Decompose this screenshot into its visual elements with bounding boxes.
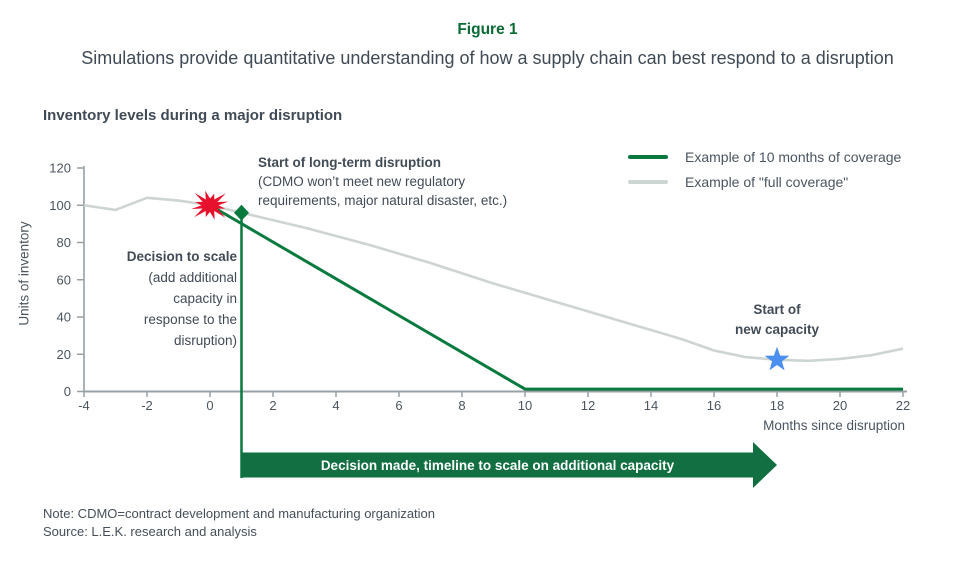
x-tick-label: -2: [141, 398, 153, 413]
annotation-start-of-new-capacity: Start of new capacity: [697, 300, 857, 340]
y-tick-label: 100: [49, 198, 71, 213]
full-coverage-line: [83, 196, 904, 363]
figure-subtitle: Simulations provide quantitative underst…: [81, 48, 894, 68]
legend-label: Example of 10 months of coverage: [685, 148, 902, 165]
y-tick-label: 40: [57, 310, 71, 325]
y-tick-label: 20: [57, 347, 71, 362]
legend: Example of 10 months of coverage Example…: [628, 144, 901, 194]
annotation-title: Decision to scale: [126, 249, 237, 264]
annotation-text-line: Start of: [753, 302, 801, 317]
y-tick-label: 80: [57, 235, 71, 250]
x-tick-label: 6: [395, 398, 402, 413]
x-tick-label: 4: [332, 398, 339, 413]
y-tick-label: 0: [64, 384, 71, 399]
x-tick-label: 14: [644, 398, 658, 413]
x-tick-label: 12: [581, 398, 595, 413]
figure-label: Figure 1: [457, 21, 518, 38]
new-capacity-star-icon: [764, 346, 790, 371]
y-axis-title: Units of inventory: [16, 221, 32, 326]
annotation-title: Start of long-term disruption: [258, 155, 441, 170]
source-line: Source: L.E.K. research and analysis: [43, 524, 257, 539]
annotation-text-line: requirements, major natural disaster, et…: [258, 193, 508, 208]
note-line: Note: CDMO=contract development and manu…: [43, 506, 436, 521]
disruption-burst-icon: [191, 190, 229, 220]
annotation-start-of-disruption: Start of long-term disruption (CDMO won’…: [258, 153, 508, 210]
chart-title: Inventory levels during a major disrupti…: [43, 107, 343, 124]
timeline-arrow-bar: [241, 452, 753, 478]
x-tick-label: 10: [518, 398, 532, 413]
x-tick-label: 2: [269, 398, 276, 413]
footnotes: Note: CDMO=contract development and manu…: [43, 505, 435, 541]
x-tick-label: -4: [78, 398, 90, 413]
x-tick-label: 8: [458, 398, 465, 413]
x-axis-title: Months since disruption: [763, 418, 905, 433]
legend-item-full-coverage: Example of "full coverage": [628, 169, 901, 194]
annotation-text-line: (CDMO won’t meet new regulatory: [258, 174, 466, 189]
x-tick-label: 16: [707, 398, 721, 413]
timeline-arrow-label: Decision made, timeline to scale on addi…: [320, 458, 675, 473]
x-tick-label: 18: [770, 398, 784, 413]
ten-months-coverage-line: [209, 203, 903, 391]
legend-label: Example of "full coverage": [685, 173, 849, 190]
y-tick-label: 60: [57, 272, 71, 287]
legend-swatch-green-line: [628, 154, 668, 159]
annotation-text-line: disruption): [173, 333, 237, 348]
timeline-arrowhead: [753, 442, 777, 488]
x-tick-label: 20: [833, 398, 847, 413]
disruption-start-diamond-icon: [234, 204, 249, 221]
x-tick-label: 22: [896, 398, 910, 413]
legend-swatch-gray-line: [628, 179, 668, 184]
annotation-text-line: new capacity: [734, 322, 820, 337]
annotation-decision-to-scale: Decision to scale (add additional capaci…: [80, 246, 237, 351]
x-tick-label: 0: [206, 398, 213, 413]
annotation-text-line: (add additional: [148, 270, 237, 285]
legend-item-10-months: Example of 10 months of coverage: [628, 144, 901, 169]
annotation-text-line: response to the: [143, 312, 237, 327]
y-tick-label: 120: [49, 161, 71, 176]
annotation-text-line: capacity in: [173, 291, 237, 306]
